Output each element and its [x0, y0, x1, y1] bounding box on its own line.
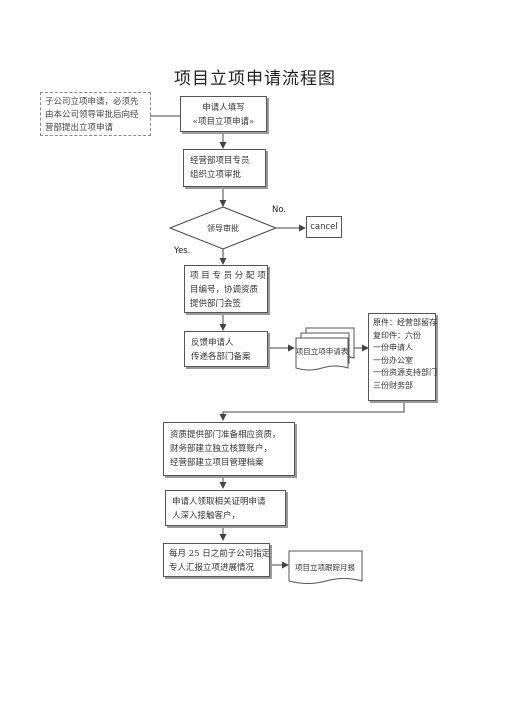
step-assign: 项 目 专 员 分 配 项 目编号，协调资质 提供部门会签: [184, 265, 268, 313]
step-apply-line-1: 申请人填写: [202, 103, 245, 113]
step-organize-line-1: 经营部项目专员: [190, 156, 250, 166]
doc-monthly-shape: [288, 550, 363, 584]
decision-label: 领导审批: [207, 223, 239, 233]
note-line-3: 营部提出立项申请: [45, 123, 114, 133]
step-feedback: 反馈申请人 传递各部门备案: [184, 331, 268, 367]
doc-form-label: 项目立项申请表: [296, 346, 349, 356]
step-prepare-line-2: 财务部建立独立核算账户，: [170, 444, 273, 454]
step-monthly: 每月 25 日之前子公司指定 专人汇报立项进展情况: [163, 543, 270, 577]
step-assign-line-2: 目编号，协调资质: [190, 285, 259, 295]
copies-line-2: 复印件：六份: [373, 330, 421, 340]
step-organize: 经营部项目专员 组织立项审批: [183, 149, 266, 187]
copies-line-3: 一份申请人: [373, 343, 413, 353]
copies-line-6: 三份财务部: [373, 380, 413, 390]
step-feedback-line-1: 反馈申请人: [191, 338, 234, 348]
step-prepare-line-1: 资质提供部门准备相应资质，: [170, 430, 281, 440]
step-organize-line-2: 组织立项审批: [190, 170, 242, 180]
step-receive: 申请人领取相关证明申请 人深入接触客户，: [165, 490, 286, 526]
step-feedback-line-2: 传递各部门备案: [191, 352, 251, 362]
step-monthly-line-1: 每月 25 日之前子公司指定: [169, 549, 271, 559]
doc-form-shape: [295, 327, 355, 371]
note-line-2: 由本公司领导审批后向经: [45, 110, 139, 120]
copies-line-4: 一份办公室: [373, 355, 413, 365]
step-monthly-line-2: 专人汇报立项进展情况: [169, 563, 255, 573]
yes-label: Yes.: [172, 246, 193, 256]
step-receive-line-2: 人深入接触客户，: [172, 511, 241, 521]
step-assign-line-1: 项 目 专 员 分 配 项: [190, 271, 266, 281]
decision-diamond: [168, 206, 278, 250]
step-apply-line-2: «项目立项申请»: [192, 117, 255, 127]
cancel-label: cancel: [310, 222, 338, 232]
copies-box: 原件：经营部留存 复印件：六份 一份申请人 一份办公室 一份资源支持部门 三份财…: [368, 313, 437, 401]
no-label: No.: [270, 205, 289, 215]
step-prepare-line-3: 经营部建立项目管理档案: [170, 458, 264, 468]
step-prepare: 资质提供部门准备相应资质， 财务部建立独立核算账户， 经营部建立项目管理档案: [163, 422, 295, 476]
doc-monthly-label: 项目立项跟踪月报: [295, 562, 355, 572]
step-assign-line-3: 提供部门会签: [190, 299, 242, 309]
note-box: 子公司立项申请，必须先 由本公司领导审批后向经 营部提出立项申请: [40, 92, 151, 136]
copies-line-1: 原件：经营部留存: [373, 318, 437, 327]
copies-line-5: 一份资源支持部门: [373, 368, 437, 378]
page-title: 项目立项申请流程图: [174, 69, 336, 89]
step-apply: 申请人填写 «项目立项申请»: [180, 96, 267, 132]
step-receive-line-1: 申请人领取相关证明申请: [172, 497, 266, 507]
cancel-box: cancel: [306, 216, 342, 238]
note-line-1: 子公司立项申请，必须先: [45, 97, 139, 107]
arrow-copies-prepare: [219, 401, 405, 421]
